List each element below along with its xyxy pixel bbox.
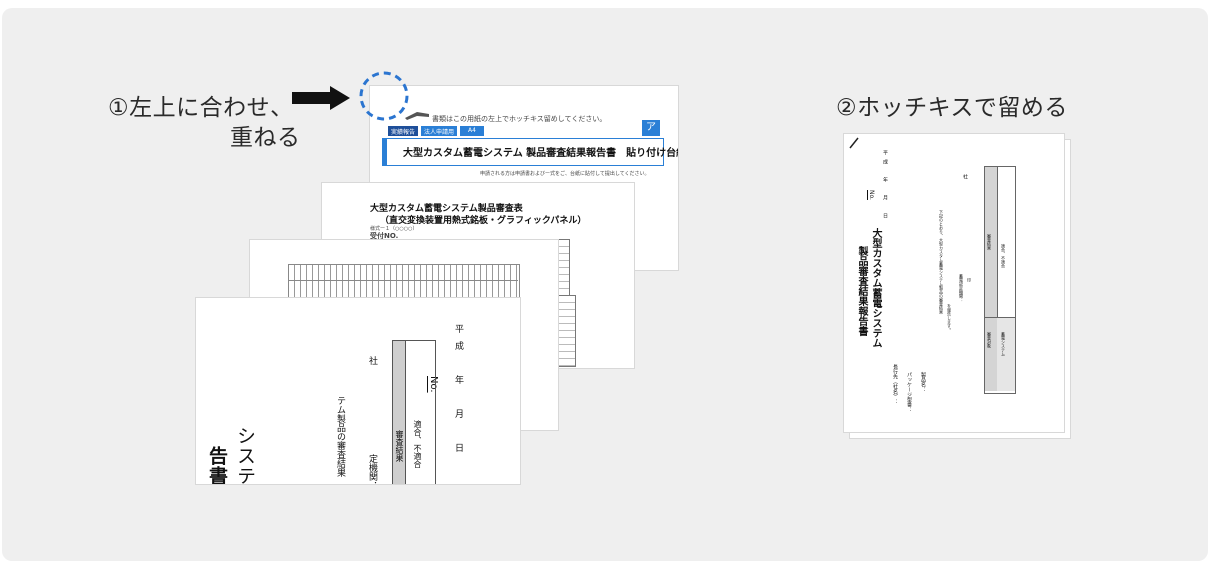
review-subtitle: （直交変換装置用熱式銘板・グラフィックパネル） [380,216,587,226]
right-product: 製品名： [920,372,926,392]
spec-table [288,264,520,304]
right-col-head2: 審査結果 [987,234,992,250]
front-title-b: 告書 [206,446,228,484]
review-form-number: 様式ー１（○○○○） [370,226,418,232]
front-review-header-bg [392,340,406,484]
step1-label-line1: ①左上に合わせ、 [108,95,294,121]
tag-corporate: 法人申請用 [421,126,458,136]
front-date: 平成 年 月 日 [453,324,463,460]
review-table-right [558,295,576,367]
notice-text: 書類はこの用紙の左上でホッチキス留めしてください。 [432,115,607,123]
logo-badge: ア [642,120,660,136]
front-company: 社 [367,356,377,365]
staple-mark-icon [849,137,859,149]
front-body-line: テム製品の審査結果 [335,396,345,477]
right-package: パッケージ型番： [906,372,912,412]
tag-row: 実績報告 法人申請用 A4 [388,126,484,136]
right-company: 社 [962,174,968,179]
right-body-line1: 下記のとおり、大型カスタム蓄電システム製品の審査結果 [939,210,944,314]
right-table [984,166,1016,394]
logo-text: ア [646,122,656,133]
mount-title: 大型カスタム蓄電システム 製品審査結果報告書 貼り付け台紙 [403,148,678,159]
document-front-report: 平成 年 月 日 No. 社 システム 告書 テム製品の審査結果 定機関： 審査… [196,298,520,484]
front-field: 定機関： [367,454,377,484]
right-cell1: 蓄電システム [1001,332,1006,356]
tag-size: A4 [460,126,484,136]
front-review-value: 適合、不適合 [413,420,422,468]
right-col-head1: 審査対象 [987,332,992,348]
right-title-b: 製品審査結果報告書 [856,246,867,336]
right-no-label: No. [868,190,875,200]
stapler-icon [405,112,429,120]
right-table-lowcell [997,318,1015,391]
right-date: 平成 年 月 日 [882,150,888,222]
staple-target-circle-icon [359,71,409,121]
right-body-line2: を報告します。 [947,304,952,332]
right-arrow-icon [292,86,350,110]
step2-label: ②ホッチキスで留める [836,95,1068,121]
review-title: 大型カスタム蓄電システム製品審査表 [370,204,523,214]
title-box: 大型カスタム蓄電システム 製品審査結果報告書 貼り付け台紙 [382,138,678,166]
right-title-a: 大型カスタム蓄電システム [870,228,881,348]
tag-report: 実績報告 [388,126,419,136]
front-title-a: システム [234,426,256,484]
right-table-divider [985,317,1015,318]
mount-subnote: 申請される方は申請書およびー式をご、台紙に貼付して提出してください。 [480,171,650,177]
review-receipt-number: 受付NO. [370,232,399,240]
right-addressee: 長行先（社名）： [892,364,898,404]
stapled-report: 平成 年 月 日 No. 大型カスタム蓄電システム 製品審査結果報告書 社 長行… [844,134,1064,432]
step1-label-line2: 重ねる [230,125,301,151]
front-no-label: No. [428,376,439,393]
front-review-label: 審査結果 [395,430,404,462]
right-sign: 蓄電認定機関： [959,274,964,302]
right-table-head [985,167,998,391]
right-cell2: 適合、不適合 [1001,244,1006,268]
spec-table-row [288,280,518,281]
right-sign-seal: 印 [967,278,972,282]
